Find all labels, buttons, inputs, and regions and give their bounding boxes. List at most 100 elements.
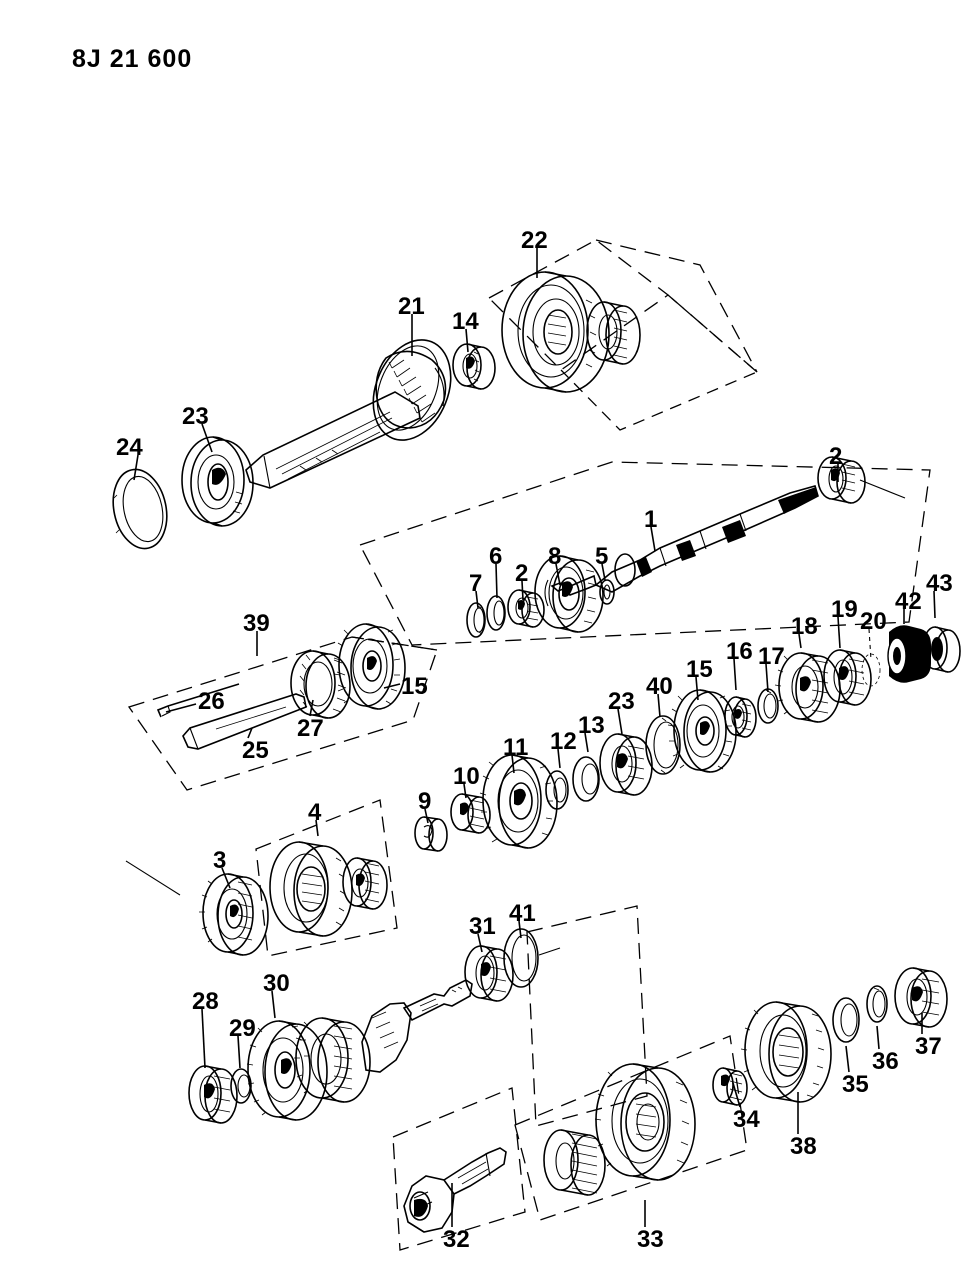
part-9-spacer [414,816,448,852]
callout-1: 1 [644,506,658,533]
callout-leader-lines [133,248,936,1227]
callout-2-upper: 2 [829,443,843,470]
part-23-bearing [181,436,254,527]
callout-10: 10 [453,763,480,790]
callout-12: 12 [550,728,577,755]
figure-code: 8J 21 600 [72,45,193,73]
part-43-collar [922,626,961,673]
callout-39: 39 [243,610,270,637]
callout-37: 37 [915,1033,942,1060]
callout-42: 42 [895,588,922,615]
part-21-input-gear [372,339,452,441]
callout-3: 3 [213,847,227,874]
callout-23-upper: 23 [182,403,209,430]
part-34-roller-bearing [712,1067,748,1106]
part-38-output-gear [740,1001,832,1103]
callout-33: 33 [637,1226,664,1253]
callout-8: 8 [548,543,562,570]
part-17-snap-ring [757,688,779,724]
part-3-gear [199,873,269,956]
callout-29: 29 [229,1015,256,1042]
callout-6: 6 [489,543,503,570]
callout-40: 40 [646,673,673,700]
part-36-snap-ring [866,985,888,1023]
callout-23-mid: 23 [608,688,635,715]
group-box-32 [392,1087,526,1251]
callout-4: 4 [308,799,322,826]
part-28-bearing [188,1065,238,1124]
part-20-spacer [861,653,881,687]
part-19-bushing [823,649,872,706]
part-16-bearing-race [724,696,757,738]
callout-11: 11 [503,734,529,761]
part-24-snap-ring [112,468,168,550]
part-4-synchronizer-group [269,841,388,937]
group-box-41 [526,905,648,1127]
callout-17: 17 [758,643,785,670]
callout-31: 31 [469,913,496,940]
callout-36: 36 [872,1048,899,1075]
callout-27: 27 [297,715,324,742]
callout-43: 43 [926,570,953,597]
callout-25: 25 [242,737,269,764]
part-14-roller-bearing [452,343,496,390]
part-25-idler-shaft [182,693,307,750]
callout-41: 41 [509,900,536,927]
part-5-snap-ring [599,579,615,605]
part-26-roll-pin [156,683,240,718]
part-42-bearing-assembly [887,625,931,683]
group-box-22 [487,239,759,431]
part-22-synchronizer [501,271,641,393]
callout-15-b: 15 [686,656,713,683]
callout-35: 35 [842,1071,869,1098]
part-2-needle-bearing-lower [507,589,545,628]
callout-30: 30 [263,970,290,997]
group-box-4 [255,799,398,957]
part-input-shaft [245,391,421,489]
callout-21: 21 [398,293,425,320]
group-box-33 [514,1035,748,1221]
callout-5: 5 [595,543,609,570]
part-15-gear-a [333,623,406,710]
callout-7: 7 [469,570,483,597]
part-13-washer [572,756,600,802]
part-11-third-speed-gear [479,754,558,849]
callout-26: 26 [198,688,225,715]
callout-34: 34 [733,1106,760,1133]
part-18-gear-cluster [774,652,841,723]
leader-group-3 [125,860,181,896]
part-6-thrust-washer [486,595,506,631]
callout-20: 20 [860,608,887,635]
callout-18: 18 [791,613,818,640]
part-35-washer [832,997,860,1043]
part-40-snap-ring [645,715,681,775]
part-23-bearing-mid [599,733,653,796]
part-12-thrust-washer [545,770,569,810]
part-8-second-speed-gear [534,555,604,633]
part-41-snap-ring [503,928,561,988]
part-32-speedometer-drive [403,1147,507,1233]
group-box-39 [127,636,438,791]
callout-28: 28 [192,988,219,1015]
part-33-clutch-assembly [543,1063,696,1196]
part-7-washer [466,602,486,638]
callout-2-lower: 2 [515,560,529,587]
callout-13: 13 [578,712,605,739]
leader-20-dashed [868,628,872,661]
part-30-countershaft-cluster [246,979,473,1121]
part-15-gear-b [667,689,737,773]
callout-32: 32 [443,1226,470,1253]
part-27-idler-gear [290,650,351,719]
callout-38: 38 [790,1133,817,1160]
callout-14: 14 [452,308,479,335]
callout-22: 22 [521,227,548,254]
callout-24: 24 [116,434,143,461]
callout-19: 19 [831,596,858,623]
group-box-mainshaft [359,461,931,646]
callout-15-a: 15 [401,673,428,700]
callout-9: 9 [418,788,432,815]
part-37-bearing [894,967,948,1028]
part-1-mainshaft [550,485,819,596]
